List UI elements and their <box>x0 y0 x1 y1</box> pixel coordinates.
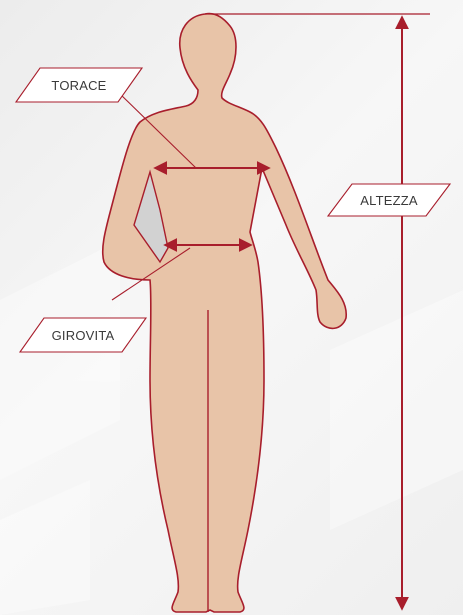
height-label-text: ALTEZZA <box>360 193 418 208</box>
body-silhouette <box>103 14 347 613</box>
height-label: ALTEZZA <box>328 184 450 216</box>
chest-label-text: TORACE <box>51 78 106 93</box>
waist-label-text: GIROVITA <box>52 328 115 343</box>
